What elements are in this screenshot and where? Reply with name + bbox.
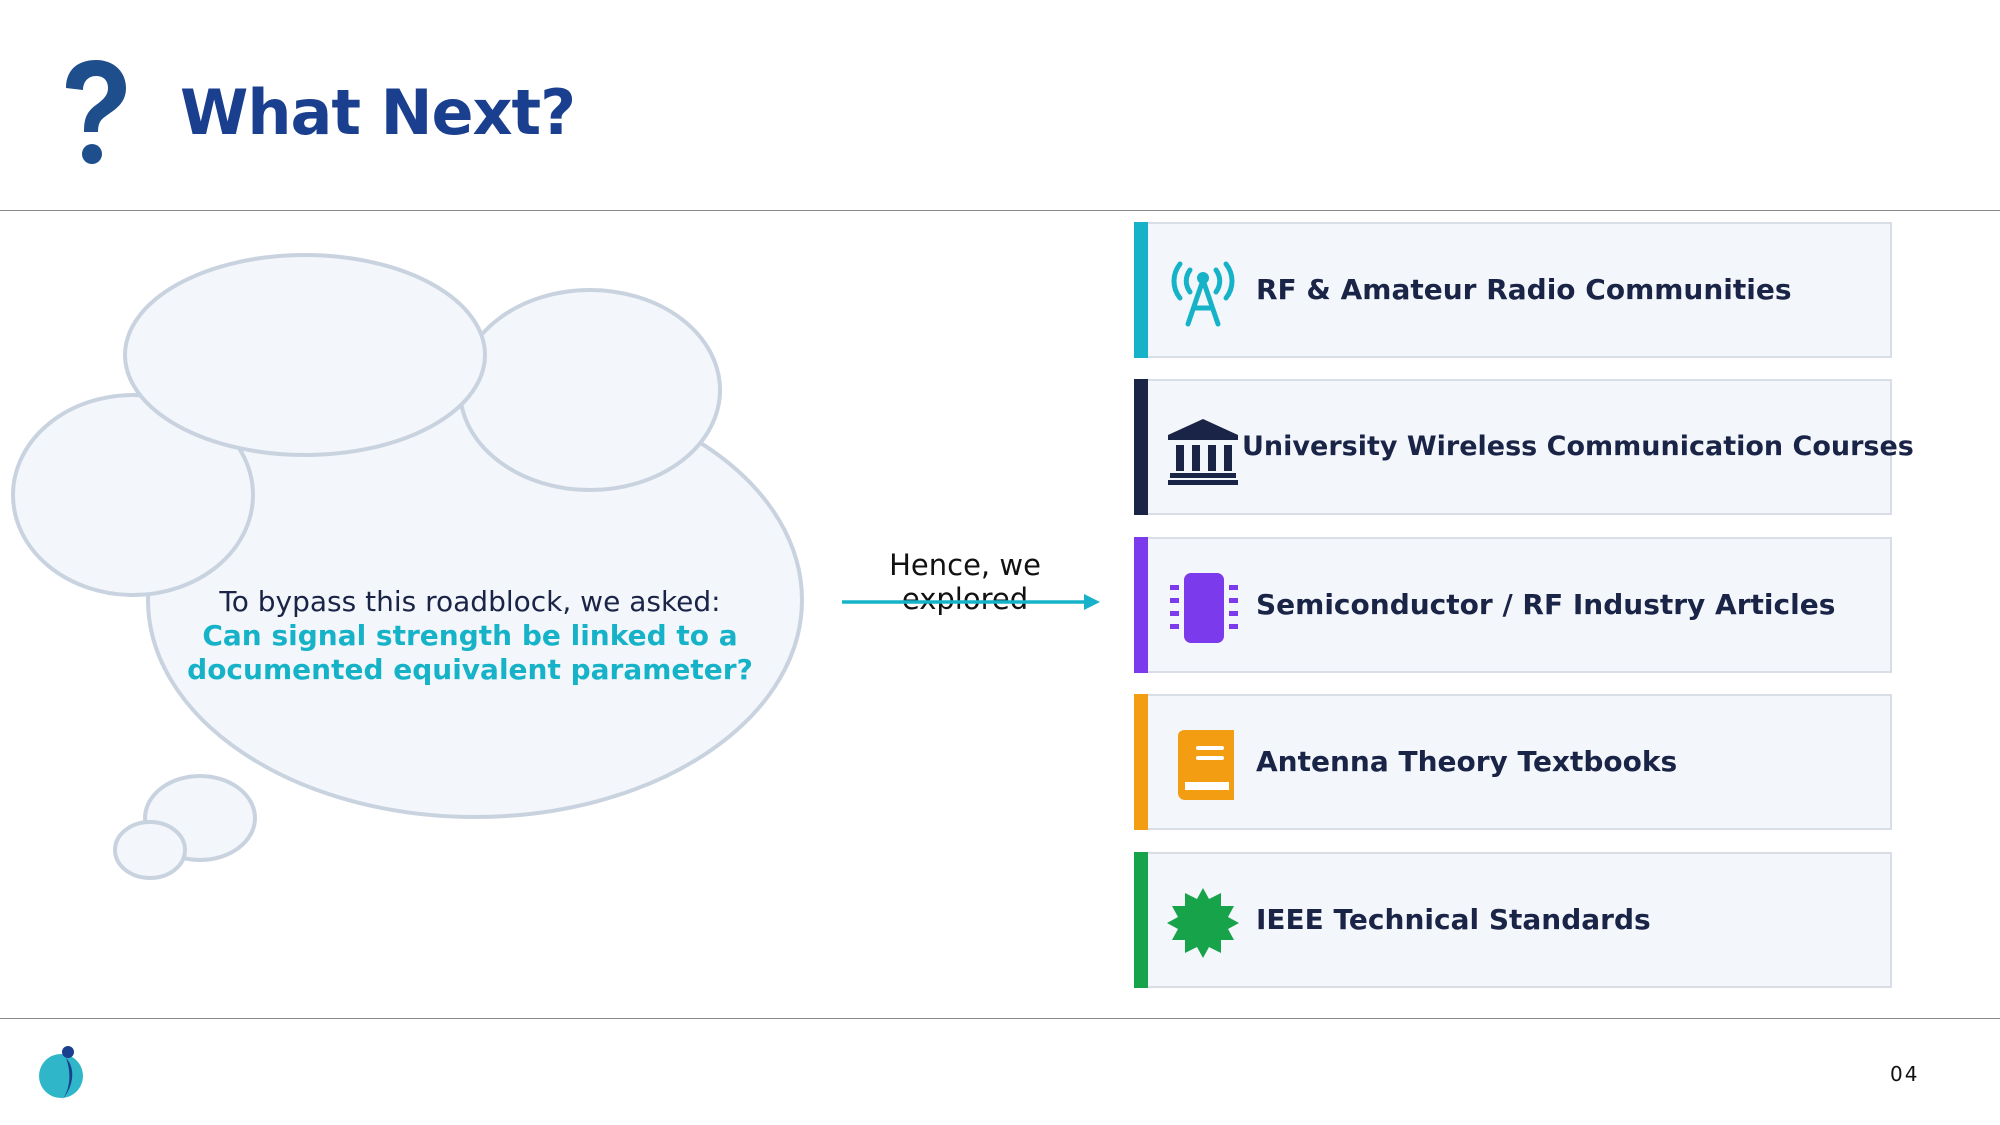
source-label: University Wireless Communication Course… <box>1242 431 1914 462</box>
antenna-icon <box>1171 261 1235 327</box>
card-accent-bar <box>1134 852 1148 988</box>
source-card-university-courses: University Wireless Communication Course… <box>1134 379 1914 515</box>
footer-divider <box>0 1018 2000 1019</box>
source-label: Antenna Theory Textbooks <box>1256 745 1678 778</box>
brand-logo-icon <box>39 1046 83 1102</box>
connector-label: Hence, we explored <box>889 548 1041 616</box>
question-mark-icon <box>66 60 126 164</box>
source-card-ieee-standards: IEEE Technical Standards <box>1134 852 1892 988</box>
page-title: What Next? <box>180 76 576 149</box>
card-accent-bar <box>1134 537 1148 673</box>
source-card-rf-communities: RF & Amateur Radio Communities <box>1134 222 1892 358</box>
thought-question-line2: documented equivalent parameter? <box>187 653 753 686</box>
source-label: RF & Amateur Radio Communities <box>1256 273 1792 306</box>
source-label: Semiconductor / RF Industry Articles <box>1256 588 1836 621</box>
arrow-right-icon <box>842 594 1100 610</box>
card-accent-bar <box>1134 222 1148 358</box>
thought-text: To bypass this roadblock, we asked: Can … <box>150 585 790 687</box>
thought-question-line1: Can signal strength be linked to a <box>202 619 738 652</box>
thought-intro: To bypass this roadblock, we asked: <box>219 585 721 618</box>
chip-icon <box>1170 573 1238 643</box>
header-divider <box>0 210 2000 211</box>
source-card-antenna-textbooks: Antenna Theory Textbooks <box>1134 694 1892 830</box>
page-number: 04 <box>1890 1062 1920 1086</box>
card-accent-bar <box>1134 694 1148 830</box>
badge-icon <box>1167 888 1239 958</box>
card-accent-bar <box>1134 379 1148 515</box>
book-icon <box>1178 730 1234 800</box>
university-icon <box>1168 419 1238 485</box>
thought-cloud <box>11 253 804 880</box>
source-label: IEEE Technical Standards <box>1256 903 1651 936</box>
source-card-semiconductor-articles: Semiconductor / RF Industry Articles <box>1134 537 1892 673</box>
